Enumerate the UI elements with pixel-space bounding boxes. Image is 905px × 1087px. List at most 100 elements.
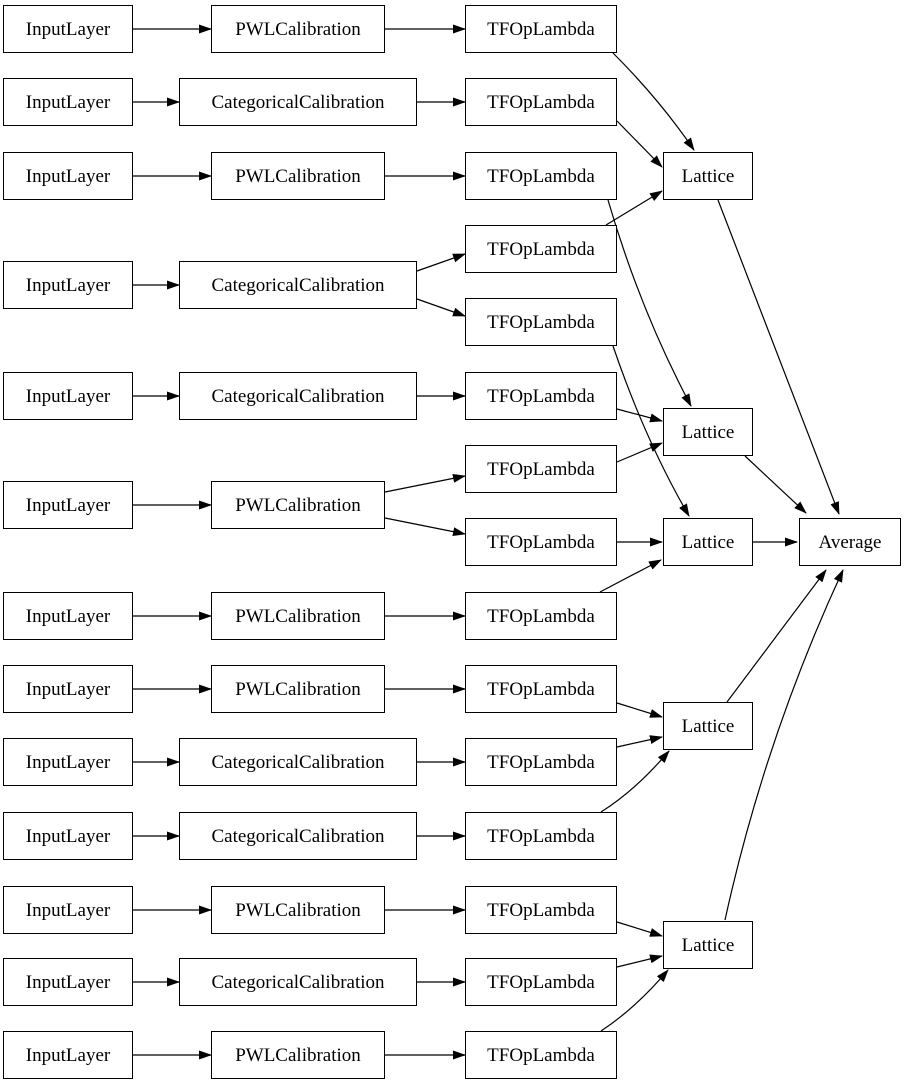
node-in6: InputLayer: [3, 481, 133, 529]
node-tf1: TFOpLambda: [465, 5, 617, 53]
node-label-in10: InputLayer: [25, 825, 111, 847]
node-cal3: PWLCalibration: [211, 152, 385, 200]
node-label-tf14: TFOpLambda: [487, 971, 595, 993]
edge-tf1-lat1: [612, 52, 695, 151]
edge-tf11-lat4: [616, 735, 663, 748]
node-in10: InputLayer: [3, 812, 133, 860]
node-avg: Average: [799, 518, 901, 566]
node-label-cal9: CategoricalCalibration: [211, 751, 385, 773]
node-label-in13: InputLayer: [25, 1044, 111, 1066]
node-label-lat2: Lattice: [681, 421, 735, 443]
node-in4: InputLayer: [3, 261, 133, 309]
node-tf3: TFOpLambda: [465, 152, 617, 200]
node-tf13: TFOpLambda: [465, 886, 617, 934]
edge-tf13-lat5: [616, 921, 663, 937]
node-in12: InputLayer: [3, 958, 133, 1006]
edge-lat1-avg: [717, 199, 840, 515]
node-label-cal6: PWLCalibration: [235, 494, 361, 516]
node-tf8: TFOpLambda: [465, 518, 617, 566]
node-label-in3: InputLayer: [25, 165, 111, 187]
node-cal5: CategoricalCalibration: [179, 372, 417, 420]
node-in7: InputLayer: [3, 592, 133, 640]
node-in8: InputLayer: [3, 665, 133, 713]
edge-tf9-lat3: [599, 559, 662, 593]
node-label-in4: InputLayer: [25, 274, 111, 296]
node-cal7: PWLCalibration: [211, 592, 385, 640]
node-lat5: Lattice: [663, 921, 753, 969]
node-label-cal10: CategoricalCalibration: [211, 825, 385, 847]
node-label-tf1: TFOpLambda: [487, 18, 595, 40]
node-tf14: TFOpLambda: [465, 958, 617, 1006]
node-label-tf4: TFOpLambda: [487, 238, 595, 260]
node-label-tf9: TFOpLambda: [487, 605, 595, 627]
node-label-cal2: CategoricalCalibration: [211, 91, 385, 113]
edge-cal4-tf5: [416, 298, 466, 317]
edge-tf10-lat4: [616, 702, 663, 718]
node-label-in5: InputLayer: [25, 385, 111, 407]
node-cal8: PWLCalibration: [211, 665, 385, 713]
node-label-tf8: TFOpLambda: [487, 531, 595, 553]
node-in9: InputLayer: [3, 738, 133, 786]
node-lat2: Lattice: [663, 408, 753, 456]
node-in2: InputLayer: [3, 78, 133, 126]
node-label-cal4: CategoricalCalibration: [211, 274, 385, 296]
node-label-in2: InputLayer: [25, 91, 111, 113]
node-label-cal13: PWLCalibration: [235, 1044, 361, 1066]
node-cal12: CategoricalCalibration: [179, 958, 417, 1006]
edge-tf3-lat2: [607, 199, 692, 407]
node-label-tf3: TFOpLambda: [487, 165, 595, 187]
node-tf6: TFOpLambda: [465, 372, 617, 420]
node-label-cal12: CategoricalCalibration: [211, 971, 385, 993]
node-label-cal1: PWLCalibration: [235, 18, 361, 40]
node-cal9: CategoricalCalibration: [179, 738, 417, 786]
edge-cal6-tf7: [384, 473, 466, 493]
node-in1: InputLayer: [3, 5, 133, 53]
node-label-in6: InputLayer: [25, 494, 111, 516]
edge-tf15-lat5: [600, 969, 669, 1032]
node-tf10: TFOpLambda: [465, 665, 617, 713]
node-label-tf15: TFOpLambda: [487, 1044, 595, 1066]
node-label-tf5: TFOpLambda: [487, 311, 595, 333]
edge-tf4-lat1: [605, 190, 663, 226]
node-tf5: TFOpLambda: [465, 298, 617, 346]
edge-tf7-lat2: [616, 442, 663, 463]
edge-lat5-avg: [724, 569, 844, 921]
node-cal4: CategoricalCalibration: [179, 261, 417, 309]
edge-lat2-avg: [744, 455, 807, 514]
edge-tf14-lat5: [616, 954, 663, 968]
node-tf2: TFOpLambda: [465, 78, 617, 126]
node-label-avg: Average: [818, 531, 882, 553]
node-label-in8: InputLayer: [25, 678, 111, 700]
node-cal2: CategoricalCalibration: [179, 78, 417, 126]
node-tf4: TFOpLambda: [465, 225, 617, 273]
node-cal13: PWLCalibration: [211, 1031, 385, 1079]
node-label-tf13: TFOpLambda: [487, 899, 595, 921]
node-lat3: Lattice: [663, 518, 753, 566]
edge-tf5-lat3: [612, 345, 690, 517]
node-label-tf10: TFOpLambda: [487, 678, 595, 700]
node-label-in7: InputLayer: [25, 605, 111, 627]
node-in3: InputLayer: [3, 152, 133, 200]
node-label-tf12: TFOpLambda: [487, 825, 595, 847]
node-label-cal11: PWLCalibration: [235, 899, 361, 921]
node-label-tf6: TFOpLambda: [487, 385, 595, 407]
node-label-lat4: Lattice: [681, 715, 735, 737]
node-label-lat1: Lattice: [681, 165, 735, 187]
node-lat1: Lattice: [663, 152, 753, 200]
node-label-in11: InputLayer: [25, 899, 111, 921]
node-lat4: Lattice: [663, 702, 753, 750]
node-in11: InputLayer: [3, 886, 133, 934]
node-label-in12: InputLayer: [25, 971, 111, 993]
node-tf12: TFOpLambda: [465, 812, 617, 860]
node-label-cal7: PWLCalibration: [235, 605, 361, 627]
node-label-tf11: TFOpLambda: [487, 751, 595, 773]
edge-lat4-avg: [726, 569, 827, 703]
node-in5: InputLayer: [3, 372, 133, 420]
node-label-cal8: PWLCalibration: [235, 678, 361, 700]
edge-cal6-tf8: [384, 517, 466, 537]
node-tf9: TFOpLambda: [465, 592, 617, 640]
edge-tf2-lat1: [616, 120, 663, 168]
edge-tf12-lat4: [600, 750, 670, 813]
